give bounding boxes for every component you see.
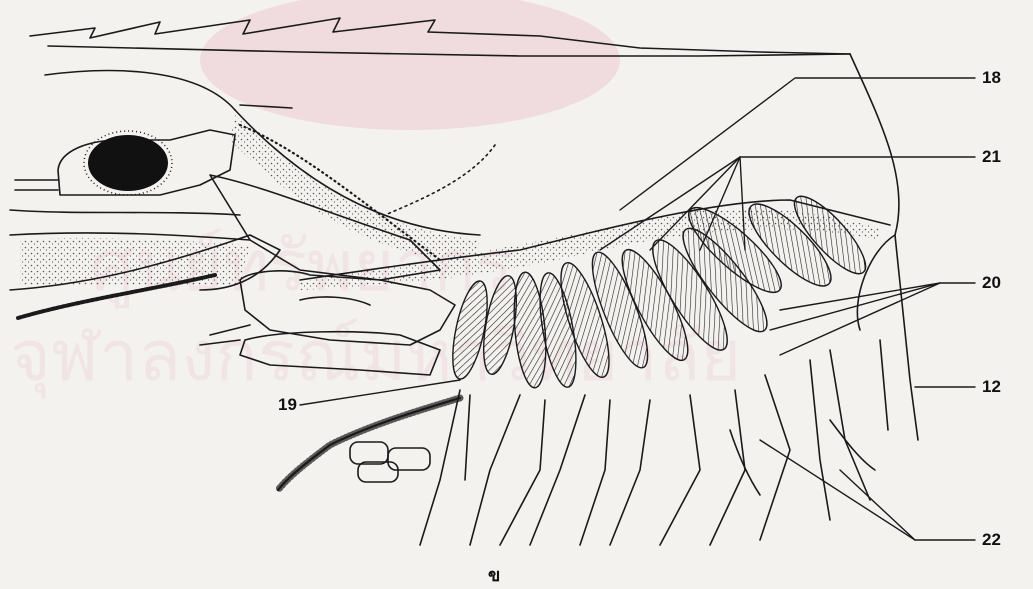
label-18: 18 bbox=[982, 68, 1001, 88]
label-19: 19 bbox=[278, 395, 297, 415]
setae bbox=[278, 398, 460, 490]
dotted-boundary bbox=[385, 145, 495, 215]
basal-plates bbox=[350, 442, 430, 482]
compound-eye bbox=[88, 135, 168, 191]
label-21: 21 bbox=[982, 147, 1001, 167]
figure-caption: ข bbox=[488, 560, 500, 589]
label-12: 12 bbox=[982, 377, 1001, 397]
label-20: 20 bbox=[982, 273, 1001, 293]
setose-appendage bbox=[278, 398, 460, 490]
label-22: 22 bbox=[982, 530, 1001, 550]
